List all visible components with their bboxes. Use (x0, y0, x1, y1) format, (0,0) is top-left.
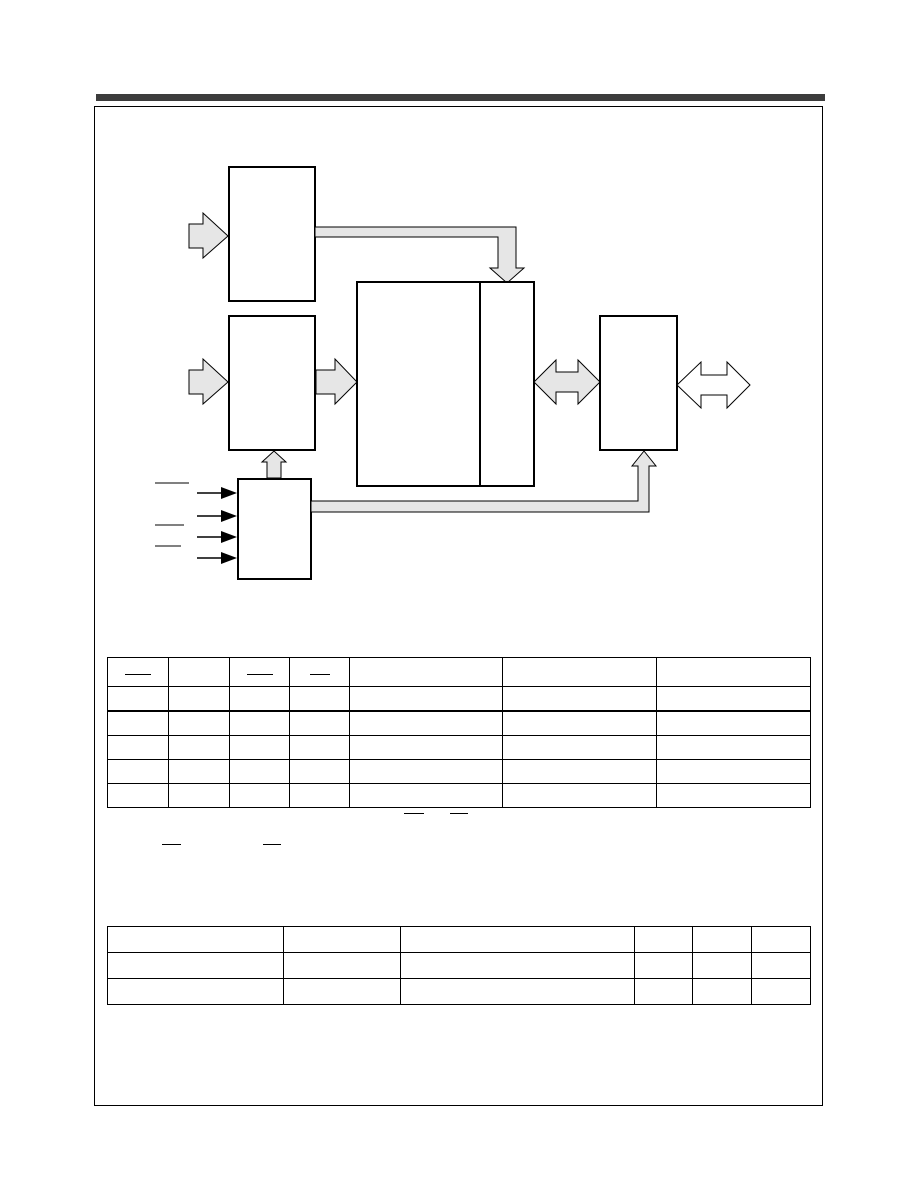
table-cell (656, 783, 811, 808)
header-cell (656, 657, 811, 687)
table-cell (349, 735, 503, 760)
truth-table (107, 657, 811, 808)
mid-left-block (228, 315, 316, 451)
table-cell (502, 759, 657, 784)
control-input-lines (197, 492, 224, 559)
table-row (107, 686, 811, 712)
dc-table-header (107, 926, 811, 953)
header-cell (168, 657, 230, 687)
header-cell (229, 657, 290, 687)
note-overbar (404, 813, 424, 814)
arrow-mid-to-array (315, 357, 358, 406)
control-input-overbars (155, 482, 189, 547)
input-arrow-top (188, 211, 229, 260)
header-cell (107, 926, 284, 953)
note-overbar (162, 844, 181, 845)
table-cell (502, 686, 657, 712)
table-cell (400, 952, 635, 979)
table-cell (751, 978, 811, 1005)
table-cell (229, 710, 290, 736)
table-cell (400, 978, 635, 1005)
table-cell (229, 759, 290, 784)
table-cell (168, 710, 230, 736)
note-overbar (450, 813, 468, 814)
table-row (107, 952, 811, 979)
top-left-block (228, 166, 316, 302)
header-cell (692, 926, 752, 953)
table-cell (168, 783, 230, 808)
header-cell (283, 926, 401, 953)
bidir-arrow-external (676, 360, 751, 410)
control-block (237, 478, 312, 580)
table-cell (656, 710, 811, 736)
table-cell (692, 978, 752, 1005)
bus-arrow-top-to-array (314, 226, 526, 284)
table-cell (107, 952, 284, 979)
block-diagram (155, 166, 751, 580)
io-block (599, 315, 678, 451)
table-cell (349, 710, 503, 736)
header-cell (289, 657, 350, 687)
table-cell (656, 759, 811, 784)
arrow-control-to-mid (260, 450, 288, 479)
table-cell (289, 686, 350, 712)
table-cell (289, 759, 350, 784)
truth-table-header (107, 657, 811, 687)
input-arrow-mid (188, 357, 229, 406)
table-cell (634, 978, 693, 1005)
table-cell (107, 735, 169, 760)
table-cell (349, 686, 503, 712)
table-cell (656, 735, 811, 760)
table-cell (502, 735, 657, 760)
table-cell (283, 952, 401, 979)
header-cell (349, 657, 503, 687)
bidir-arrow-array-io (533, 358, 601, 406)
table-cell (107, 686, 169, 712)
table-cell (692, 952, 752, 979)
table-cell (751, 952, 811, 979)
note-overbar (263, 844, 281, 845)
header-cell (400, 926, 635, 953)
table-cell (289, 735, 350, 760)
table-row (107, 710, 811, 736)
table-cell (229, 783, 290, 808)
table-cell (349, 783, 503, 808)
header-cell (634, 926, 693, 953)
table-row (107, 783, 811, 808)
table-cell (634, 952, 693, 979)
table-cell (502, 710, 657, 736)
header-cell (502, 657, 657, 687)
table-cell (502, 783, 657, 808)
page-frame (94, 106, 823, 1106)
table-cell (229, 735, 290, 760)
overbar (246, 674, 273, 675)
table-row (107, 978, 811, 1005)
table-cell (349, 759, 503, 784)
control-input-arrowheads (221, 487, 237, 564)
header-rule (96, 94, 825, 101)
overbar (125, 674, 151, 675)
table-cell (107, 783, 169, 808)
header-cell (751, 926, 811, 953)
table-cell (289, 710, 350, 736)
table-cell (107, 978, 284, 1005)
table-cell (107, 759, 169, 784)
memory-array (356, 281, 535, 487)
table-cell (168, 759, 230, 784)
table-cell (229, 686, 290, 712)
table-cell (283, 978, 401, 1005)
table-row (107, 735, 811, 760)
table-row (107, 759, 811, 784)
table-cell (656, 686, 811, 712)
bus-arrow-control-to-io (310, 450, 658, 513)
header-cell (107, 657, 169, 687)
table-cell (289, 783, 350, 808)
dc-characteristics-table (107, 926, 811, 1005)
table-cell (168, 686, 230, 712)
table-cell (168, 735, 230, 760)
table-cell (107, 710, 169, 736)
overbar (309, 674, 330, 675)
